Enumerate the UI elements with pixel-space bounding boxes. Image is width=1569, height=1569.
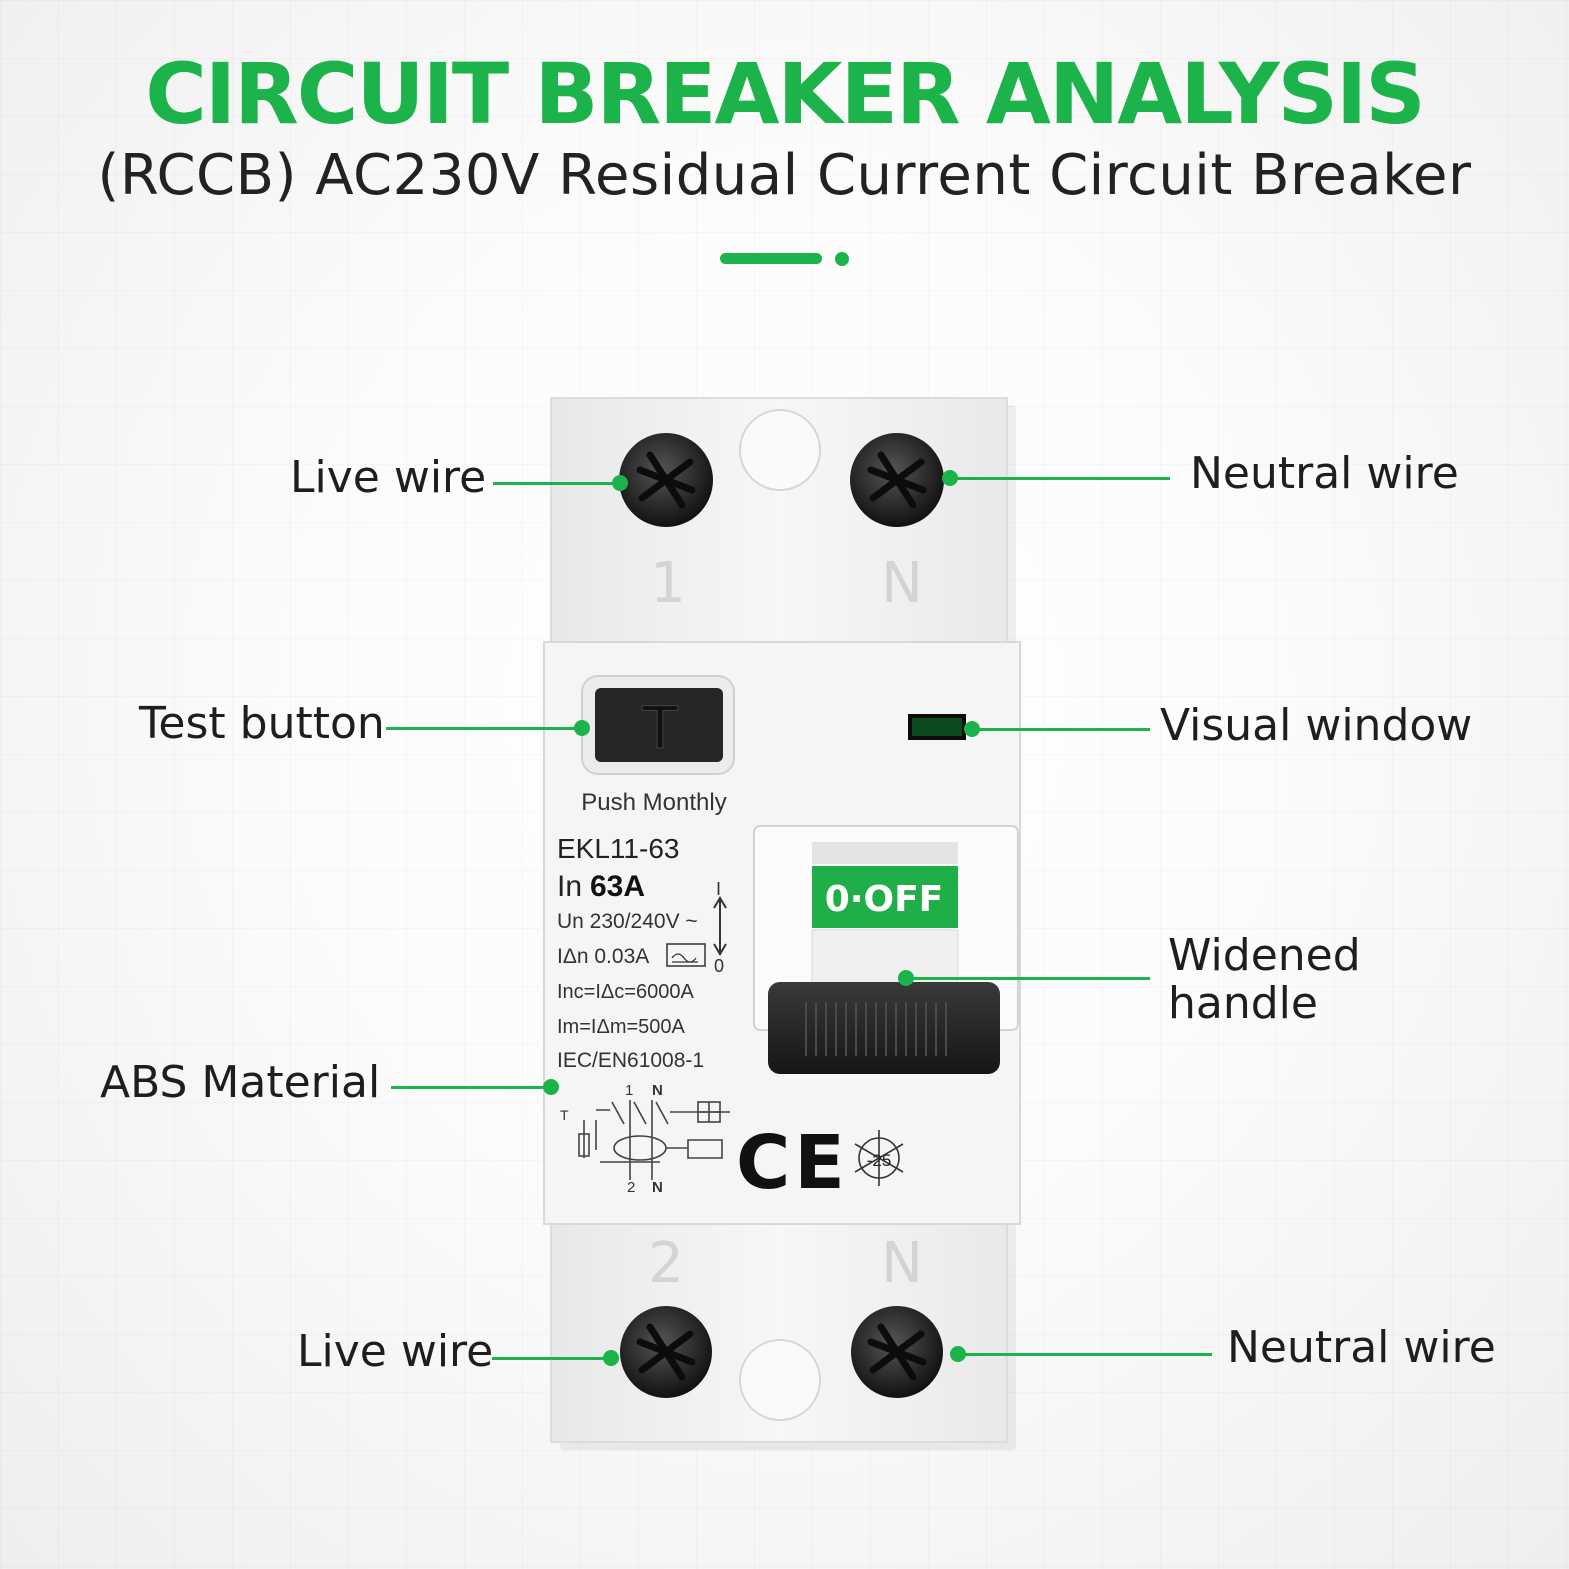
rated-voltage: Un 230/240V ~: [557, 910, 698, 933]
label-abs-material: ABS Material: [100, 1057, 381, 1108]
switch-direction-arrow: [713, 896, 727, 956]
page-subtitle: (RCCB) AC230V Residual Current Circuit B…: [97, 143, 1472, 208]
switch-off-mark: 0: [714, 956, 724, 976]
snowflake-icon: [854, 1130, 904, 1186]
leader-line-visual-window: [972, 728, 1150, 731]
temperature-rating: -25: [867, 1151, 892, 1170]
visual-window-indicator: [912, 718, 962, 736]
ce-mark: CE: [736, 1120, 849, 1206]
label-test-button: Test button: [139, 698, 385, 749]
page-title: CIRCUIT BREAKER ANALYSIS: [145, 45, 1426, 143]
breaking-capacity: Inc=IΔc=6000A: [557, 981, 694, 1003]
screw-top-left: [619, 433, 713, 527]
leader-dot-widened-handle: [898, 970, 914, 986]
leader-line-neutral-top: [950, 477, 1170, 480]
rating-value: 63A: [590, 870, 645, 903]
leader-line-abs-material: [391, 1086, 551, 1089]
standard-reference: IEC/EN61008-1: [557, 1049, 704, 1072]
model-number: EKL11-63: [557, 833, 679, 864]
terminal-label-top-left: 1: [650, 551, 686, 616]
wiring-schematic: [578, 1100, 730, 1180]
leader-dot-neutral-bottom: [950, 1346, 966, 1362]
leader-dot-live-top: [612, 475, 628, 491]
label-visual-window: Visual window: [1160, 700, 1473, 751]
handle-status-strip: [812, 866, 958, 928]
switch-on-mark: I: [716, 879, 721, 899]
terminal-label-bottom-left: 2: [648, 1231, 684, 1296]
title-divider-dot: [835, 252, 849, 266]
bottom-mount-hole: [739, 1339, 821, 1421]
rating-prefix: In: [557, 870, 582, 903]
label-neutral-wire-top: Neutral wire: [1190, 448, 1459, 499]
schematic-label-n-bottom: N: [652, 1179, 663, 1196]
test-button-key: T: [641, 694, 678, 762]
label-widened-handle-line1: Widened: [1168, 930, 1361, 981]
leader-line-live-bottom: [492, 1357, 611, 1360]
terminal-label-top-right: N: [881, 551, 923, 616]
handle-ribs: [805, 1002, 947, 1056]
label-neutral-wire-bottom: Neutral wire: [1227, 1322, 1496, 1373]
leader-line-neutral-bottom: [958, 1353, 1212, 1356]
schematic-label-n-top: N: [652, 1082, 663, 1099]
leader-dot-test-button: [574, 720, 590, 736]
leader-dot-neutral-top: [942, 470, 958, 486]
leader-line-test-button: [386, 727, 582, 730]
schematic-label-2: 2: [627, 1179, 635, 1196]
handle-state-text: 0·OFF: [825, 879, 944, 920]
top-mount-hole: [739, 409, 821, 491]
schematic-label-test: T: [560, 1107, 569, 1123]
label-live-wire-top: Live wire: [290, 452, 487, 503]
leader-line-live-top: [493, 482, 620, 485]
handle-grip[interactable]: [768, 982, 1000, 1074]
title-divider-bar: [720, 253, 822, 264]
test-button[interactable]: [595, 688, 723, 762]
schematic-label-1: 1: [625, 1082, 633, 1099]
label-widened-handle-line2: handle: [1168, 978, 1318, 1029]
screw-top-right: [850, 433, 944, 527]
leader-dot-live-bottom: [603, 1350, 619, 1366]
label-widened-handle: Widened handle: [1168, 932, 1361, 1028]
screw-bottom-right: [851, 1306, 943, 1398]
making-capacity: Im=IΔm=500A: [557, 1016, 686, 1038]
ac-type-symbol: [666, 943, 706, 967]
leader-line-widened-handle: [906, 977, 1150, 980]
label-live-wire-bottom: Live wire: [297, 1326, 494, 1377]
leader-dot-visual-window: [964, 721, 980, 737]
push-monthly-note: Push Monthly: [581, 789, 726, 816]
handle-slot: [812, 842, 958, 864]
terminal-label-bottom-right: N: [881, 1231, 923, 1296]
leader-dot-abs-material: [543, 1079, 559, 1095]
screw-bottom-left: [620, 1306, 712, 1398]
residual-sensitivity: IΔn 0.03A: [557, 945, 649, 968]
